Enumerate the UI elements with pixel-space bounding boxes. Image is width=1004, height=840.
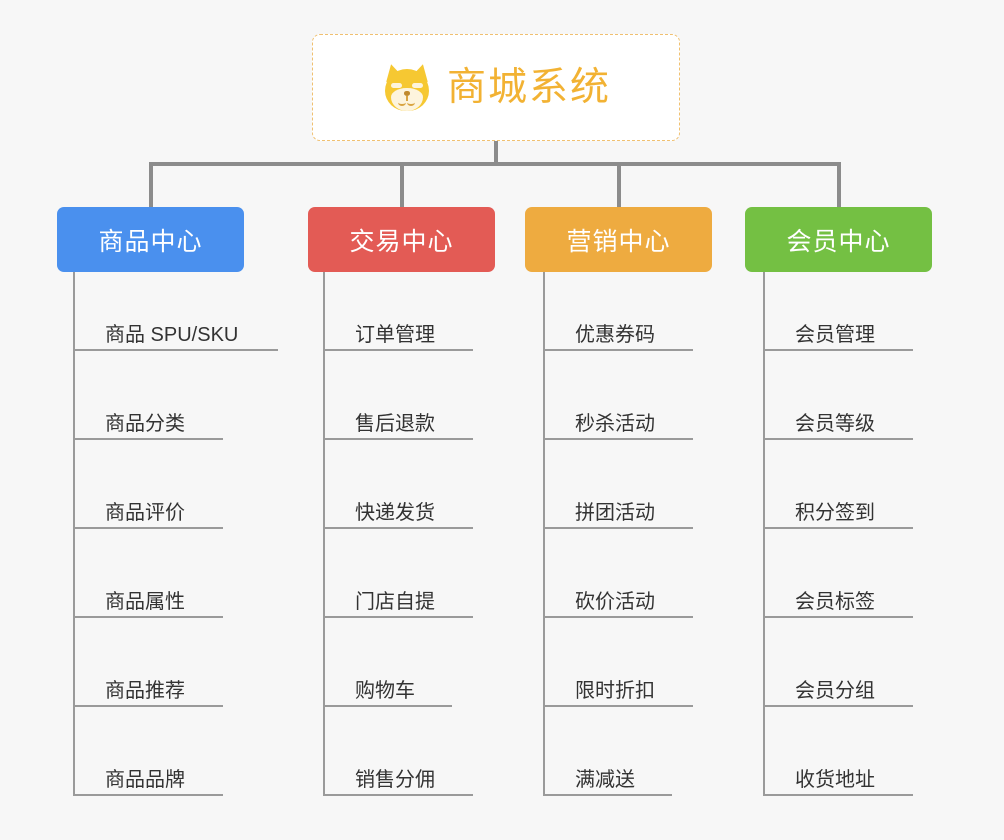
- leaf-item[interactable]: 优惠券码: [543, 272, 693, 361]
- category-label: 会员中心: [786, 227, 891, 256]
- leaf-label: 售后退款: [355, 413, 435, 435]
- leaf-underline: [763, 705, 913, 707]
- leaf-underline: [73, 616, 223, 618]
- leaf-item[interactable]: 订单管理: [323, 272, 473, 361]
- leaf-label: 会员管理: [795, 324, 875, 346]
- leaf-item[interactable]: 砍价活动: [543, 539, 693, 628]
- leaf-label: 积分签到: [795, 502, 875, 524]
- leaf-label: 商品评价: [105, 502, 185, 524]
- leaf-label: 购物车: [355, 680, 415, 702]
- leaf-item[interactable]: 会员等级: [763, 361, 913, 450]
- branch-drop-marketing-center: [616, 162, 621, 207]
- branch-drop-member-center: [836, 162, 841, 207]
- leaf-label: 限时折扣: [575, 680, 655, 702]
- branch-drop-product-center: [148, 162, 153, 207]
- leaf-item[interactable]: 快递发货: [323, 450, 473, 539]
- leaf-item[interactable]: 销售分佣: [323, 717, 473, 806]
- root-title: 商城系统: [446, 66, 611, 109]
- leaf-label: 门店自提: [355, 591, 435, 613]
- leaf-underline: [73, 527, 223, 529]
- category-box-trade-center[interactable]: 交易中心: [308, 207, 495, 272]
- leaf-item[interactable]: 售后退款: [323, 361, 473, 450]
- leaf-item[interactable]: 秒杀活动: [543, 361, 693, 450]
- leaf-underline: [543, 527, 693, 529]
- leaf-underline: [763, 438, 913, 440]
- leaf-label: 订单管理: [355, 324, 435, 346]
- leaf-item[interactable]: 商品评价: [73, 450, 223, 539]
- leaf-underline: [543, 794, 672, 796]
- leaf-underline: [763, 527, 913, 529]
- leaf-label: 商品品牌: [105, 769, 185, 791]
- category-label: 商品中心: [98, 227, 203, 256]
- category-box-product-center[interactable]: 商品中心: [57, 207, 244, 272]
- leaf-item[interactable]: 购物车: [323, 628, 452, 717]
- leaf-item[interactable]: 商品推荐: [73, 628, 223, 717]
- branch-drop-trade-center: [399, 162, 404, 207]
- category-label: 交易中心: [349, 227, 454, 256]
- leaf-underline: [73, 438, 223, 440]
- leaf-underline: [763, 616, 913, 618]
- root-node[interactable]: 商城系统: [312, 34, 680, 141]
- leaf-underline: [763, 349, 913, 351]
- leaf-label: 会员标签: [795, 591, 875, 613]
- leaf-label: 销售分佣: [355, 769, 435, 791]
- leaf-item[interactable]: 门店自提: [323, 539, 473, 628]
- leaf-underline: [543, 616, 693, 618]
- leaf-label: 商品推荐: [105, 680, 185, 702]
- column-spine: [543, 272, 545, 796]
- leaf-underline: [323, 527, 473, 529]
- horizontal-bus: [148, 162, 841, 166]
- root-stem: [494, 141, 498, 166]
- category-box-member-center[interactable]: 会员中心: [745, 207, 932, 272]
- leaf-underline: [323, 438, 473, 440]
- leaf-label: 砍价活动: [575, 591, 655, 613]
- column-spine: [73, 272, 75, 796]
- leaf-underline: [543, 349, 693, 351]
- leaf-label: 会员等级: [795, 413, 875, 435]
- leaf-label: 快递发货: [355, 502, 435, 524]
- leaf-label: 优惠券码: [575, 324, 655, 346]
- leaf-item[interactable]: 商品属性: [73, 539, 223, 628]
- category-label: 营销中心: [566, 227, 671, 256]
- leaf-label: 会员分组: [795, 680, 875, 702]
- column-spine: [323, 272, 325, 796]
- leaf-underline: [323, 349, 473, 351]
- leaf-underline: [323, 616, 473, 618]
- leaf-item[interactable]: 商品品牌: [73, 717, 223, 806]
- leaf-underline: [543, 705, 693, 707]
- column-spine: [763, 272, 765, 796]
- leaf-item[interactable]: 会员分组: [763, 628, 913, 717]
- leaf-item[interactable]: 拼团活动: [543, 450, 693, 539]
- leaf-item[interactable]: 商品分类: [73, 361, 223, 450]
- leaf-item[interactable]: 商品 SPU/SKU: [73, 272, 278, 361]
- leaf-underline: [73, 705, 223, 707]
- leaf-item[interactable]: 收货地址: [763, 717, 913, 806]
- leaf-item[interactable]: 满减送: [543, 717, 672, 806]
- leaf-label: 商品分类: [105, 413, 185, 435]
- leaf-underline: [73, 794, 223, 796]
- shiba-inu-dog-face-icon: [381, 61, 433, 114]
- leaf-item[interactable]: 积分签到: [763, 450, 913, 539]
- leaf-label: 收货地址: [795, 769, 875, 791]
- leaf-item[interactable]: 限时折扣: [543, 628, 693, 717]
- leaf-label: 拼团活动: [575, 502, 655, 524]
- leaf-label: 商品 SPU/SKU: [105, 324, 239, 346]
- category-box-marketing-center[interactable]: 营销中心: [525, 207, 712, 272]
- leaf-underline: [763, 794, 913, 796]
- leaf-label: 秒杀活动: [575, 413, 655, 435]
- leaf-label: 满减送: [575, 769, 635, 791]
- leaf-underline: [543, 438, 693, 440]
- leaf-item[interactable]: 会员标签: [763, 539, 913, 628]
- leaf-underline: [323, 705, 452, 707]
- leaf-label: 商品属性: [105, 591, 185, 613]
- leaf-underline: [73, 349, 278, 351]
- leaf-item[interactable]: 会员管理: [763, 272, 913, 361]
- leaf-underline: [323, 794, 473, 796]
